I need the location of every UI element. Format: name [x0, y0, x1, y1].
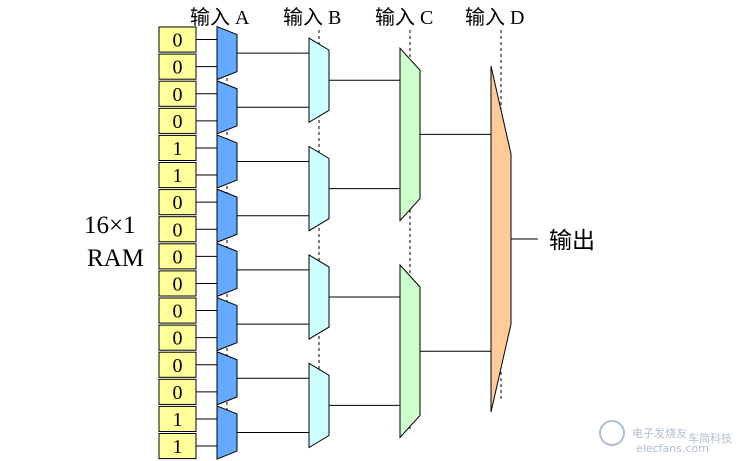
output-label: 输出 [549, 228, 595, 254]
ram-cell-value: 0 [173, 192, 183, 214]
mux-tree [216, 25, 512, 460]
mux-a [216, 80, 238, 135]
input-a-label: 输入 A [190, 6, 250, 29]
watermark-logo-icon [599, 420, 625, 446]
mux-a [216, 296, 238, 352]
ram-cell [158, 351, 197, 378]
ram-cell [158, 26, 197, 53]
ram-cell [158, 216, 197, 243]
ram-cell [158, 53, 197, 80]
ram-cell [158, 270, 197, 297]
ram-cell [158, 378, 197, 405]
mux-a [216, 134, 238, 189]
ram-cell-value: 0 [173, 57, 183, 79]
mux-b [308, 37, 330, 124]
ram-cell-value: 0 [173, 382, 183, 404]
ram-cells: 0 0 0 0 1 1 0 0 0 0 0 0 0 0 1 1 [158, 26, 197, 460]
watermark: 电子发烧友 elecfans.com 车简科技 [599, 420, 732, 455]
ram-cell-value: 1 [173, 165, 183, 187]
ram-cell-value: 1 [173, 138, 183, 160]
input-c-label: 输入 C [375, 6, 433, 29]
ram-cell [158, 243, 197, 270]
ram-cell-value: 0 [173, 273, 183, 295]
ram-cell-value: 0 [173, 111, 183, 133]
watermark-url: elecfans.com [636, 442, 709, 455]
ram-cell [158, 405, 197, 432]
mux-c [399, 46, 421, 222]
watermark-cn: 电子发烧友 [632, 426, 687, 440]
ram-cell-value: 0 [173, 30, 183, 52]
ram-cell-value: 1 [173, 436, 183, 458]
ram-label: RAM [87, 245, 144, 272]
ram-cell-value: 0 [173, 84, 183, 106]
mux-c [399, 263, 421, 439]
mux-b [308, 362, 330, 449]
ram-cell [158, 433, 197, 460]
ram-cell-value: 0 [173, 355, 183, 377]
ram-size-label: 16×1 [84, 212, 136, 239]
mux-a [216, 188, 238, 243]
ram-cell-value: 0 [173, 301, 183, 323]
mux-a [216, 351, 238, 406]
ram-cell [158, 324, 197, 351]
mux-a [216, 405, 238, 460]
mux-d [490, 65, 512, 413]
mux-a [216, 25, 238, 81]
input-d-label: 输入 D [465, 6, 524, 29]
mux-b [308, 145, 330, 232]
mux-a [216, 242, 238, 298]
mux-b [308, 254, 330, 340]
input-b-label: 输入 B [283, 6, 341, 29]
ram-cell [158, 80, 197, 107]
mux-wires [196, 39, 491, 447]
ram-cell-value: 0 [173, 246, 183, 268]
ram-cell [158, 189, 197, 216]
ram-cell-value: 0 [173, 328, 183, 350]
ram-cell-value: 0 [173, 219, 183, 241]
watermark-brand: 车简科技 [688, 431, 732, 445]
ram-cell-value: 1 [173, 409, 183, 431]
